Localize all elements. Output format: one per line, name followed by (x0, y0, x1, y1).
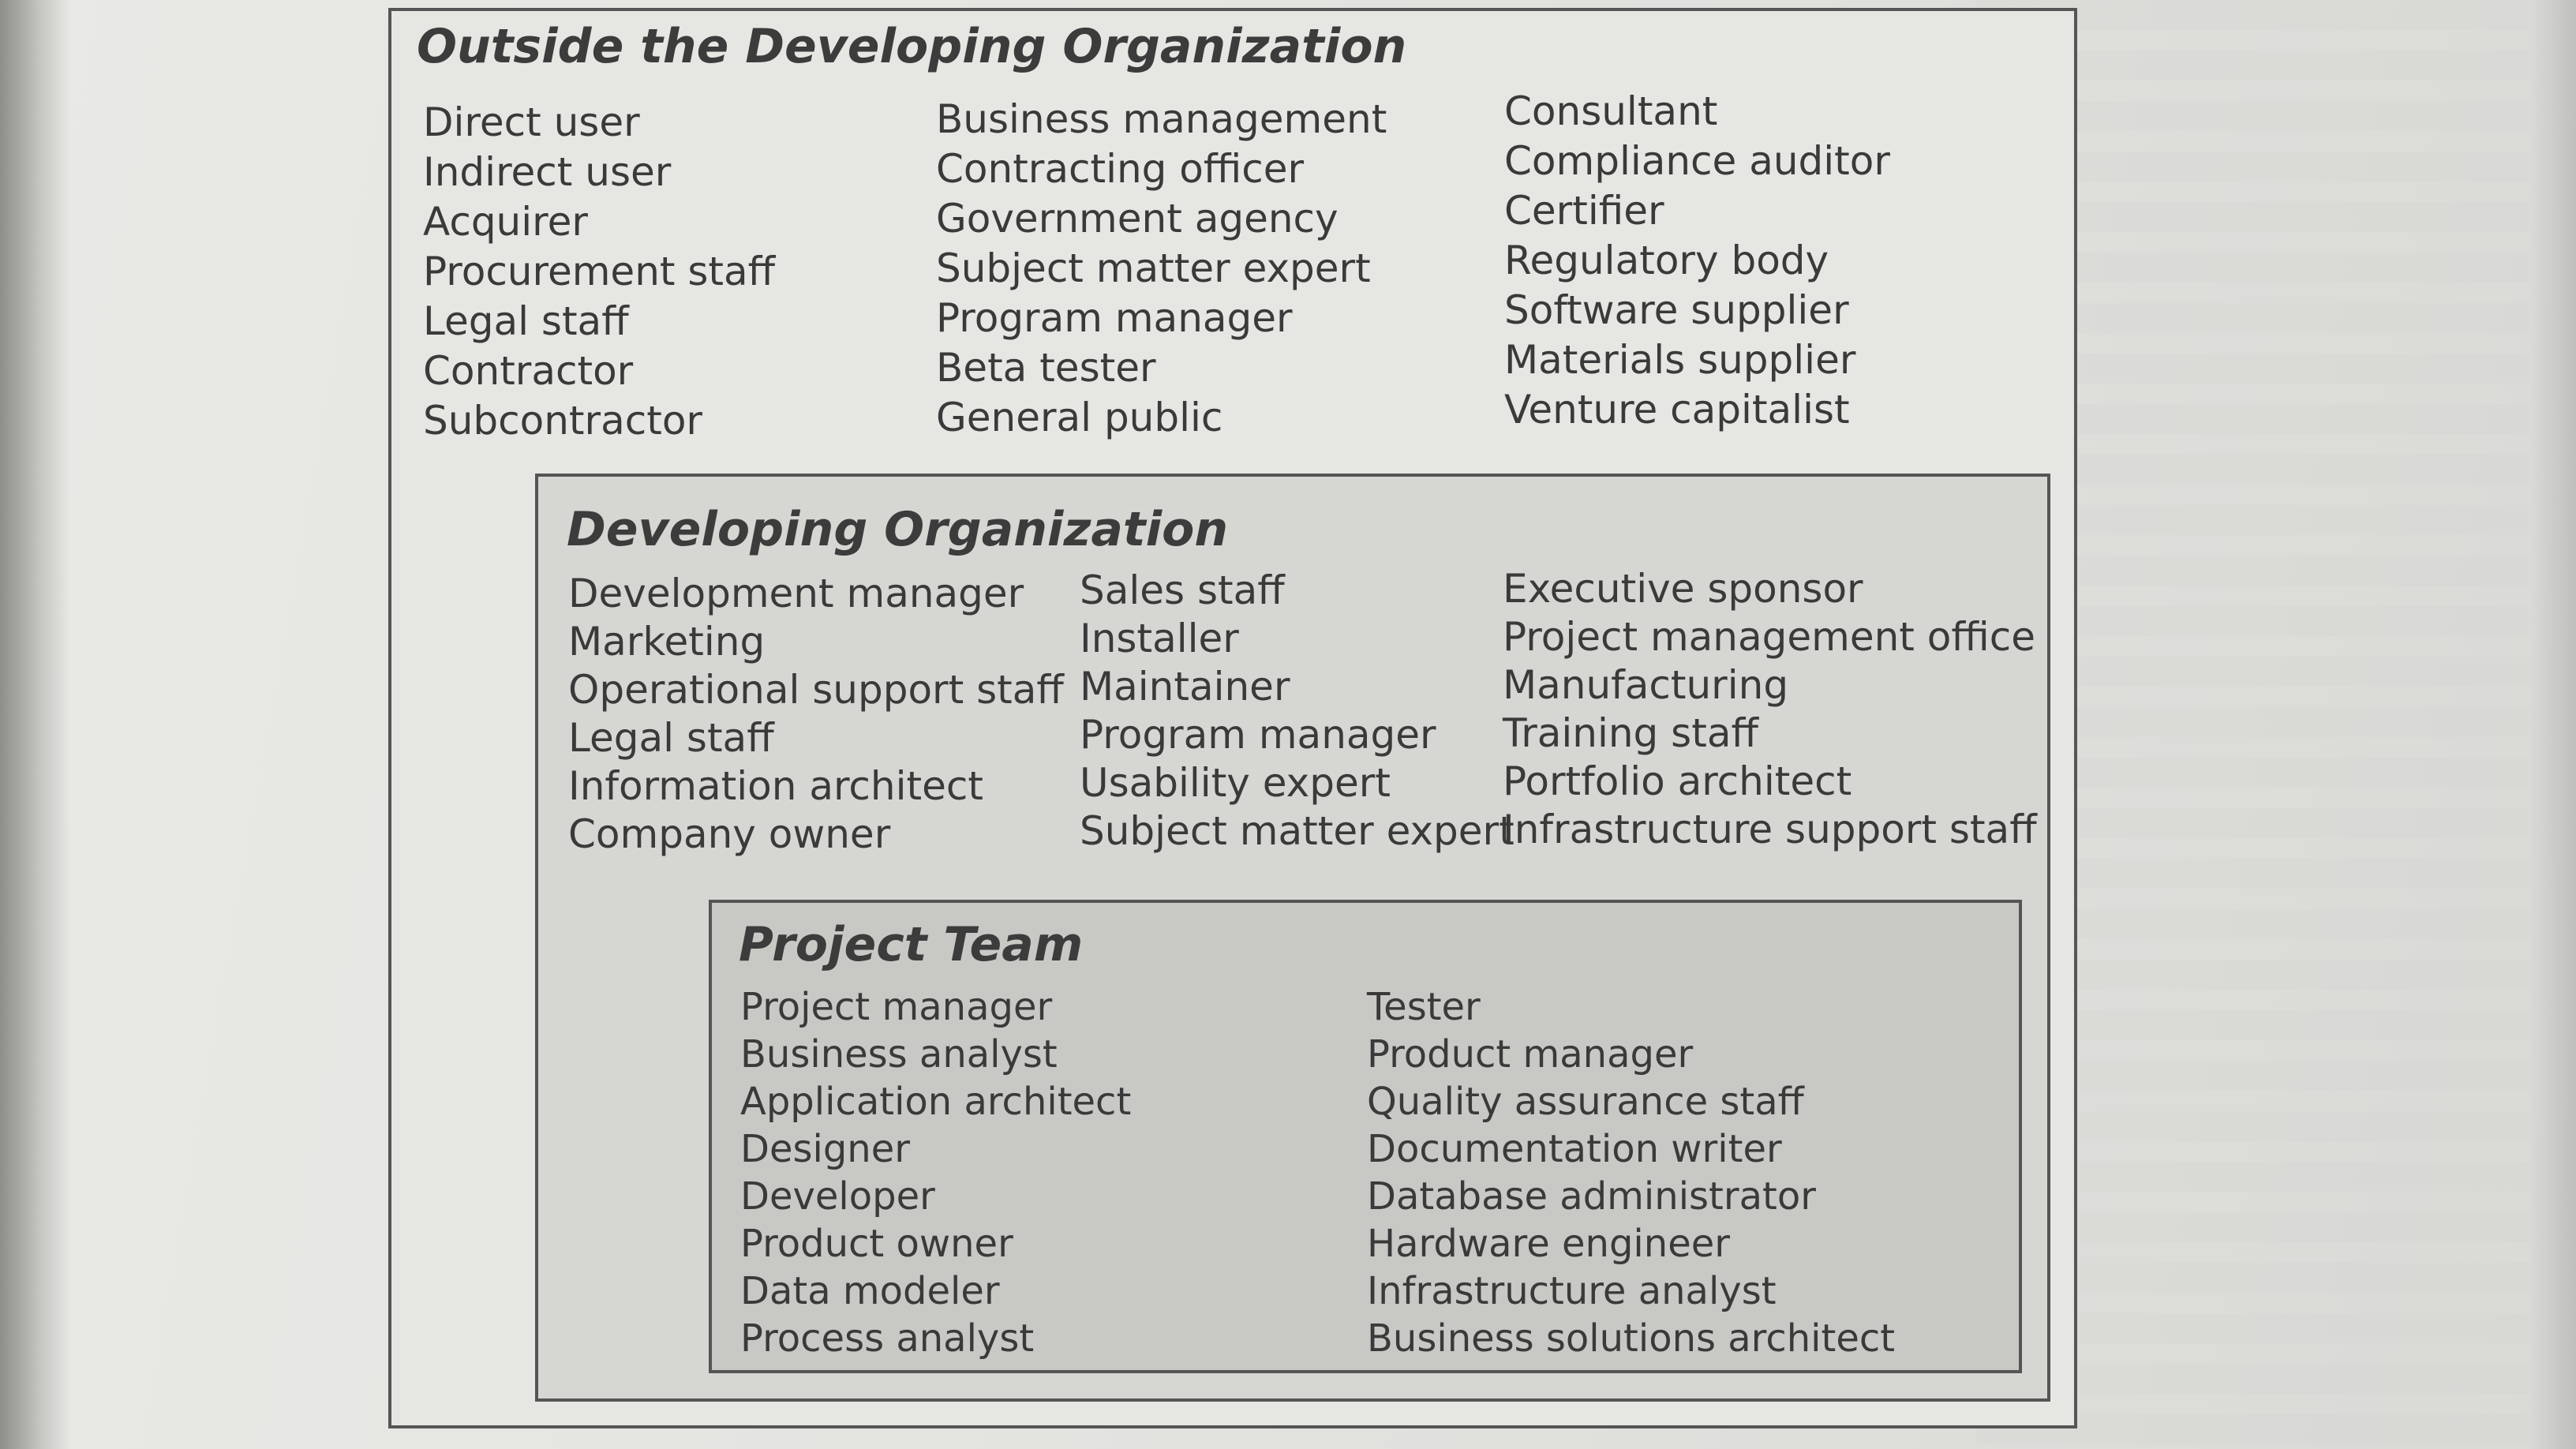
team-member-role: Designer (740, 1127, 910, 1171)
outside-stakeholder: Consultant (1504, 88, 1718, 134)
developing-stakeholder: Company owner (568, 811, 891, 857)
developing-stakeholder: Training staff (1503, 710, 1758, 756)
team-member-role: Documentation writer (1367, 1127, 1782, 1171)
team-member-role: Business solutions architect (1367, 1316, 1896, 1361)
outside-stakeholder: Direct user (423, 99, 640, 145)
outside-stakeholder: Certifier (1504, 188, 1664, 234)
team-member-role: Project manager (740, 985, 1053, 1029)
developing-stakeholder: Portfolio architect (1503, 758, 1852, 804)
outside-stakeholder: Procurement staff (423, 249, 776, 294)
developing-stakeholder: Legal staff (568, 715, 774, 761)
developing-stakeholder: Marketing (568, 619, 766, 665)
outside-stakeholder: Program manager (936, 295, 1293, 341)
outside-stakeholder: Compliance auditor (1504, 138, 1890, 184)
outside-stakeholder: Legal staff (423, 298, 629, 344)
outside-stakeholder: Regulatory body (1504, 238, 1829, 283)
outside-organization-title: Outside the Developing Organization (417, 19, 1407, 74)
team-member-role: Database administrator (1367, 1174, 1816, 1219)
developing-organization-title: Developing Organization (567, 502, 1229, 557)
outside-stakeholder: Venture capitalist (1504, 387, 1850, 432)
team-member-role: Application architect (740, 1080, 1132, 1124)
outside-stakeholder: Acquirer (423, 199, 588, 245)
page-gutter-shadow (0, 0, 71, 1449)
team-member-role: Quality assurance staff (1367, 1080, 1804, 1124)
outside-stakeholder: Subcontractor (423, 398, 702, 444)
outside-stakeholder: Beta tester (936, 345, 1156, 391)
outside-stakeholder: General public (936, 395, 1223, 440)
developing-stakeholder: Project management office (1503, 614, 2035, 660)
team-member-role: Developer (740, 1174, 935, 1219)
developing-stakeholder: Program manager (1080, 712, 1436, 758)
team-member-role: Process analyst (740, 1316, 1035, 1361)
outside-stakeholder: Government agency (936, 196, 1339, 242)
outside-stakeholder: Contractor (423, 348, 634, 394)
developing-stakeholder: Operational support staff (568, 667, 1064, 713)
outside-stakeholder: Subject matter expert (936, 245, 1371, 291)
developing-stakeholder: Infrastructure support staff (1503, 807, 2037, 852)
outside-stakeholder: Business management (936, 96, 1387, 142)
outside-stakeholder: Indirect user (423, 149, 672, 195)
team-member-role: Hardware engineer (1367, 1222, 1730, 1266)
team-member-role: Product owner (740, 1222, 1013, 1266)
team-member-role: Tester (1367, 985, 1481, 1029)
team-member-role: Data modeler (740, 1269, 1000, 1313)
team-member-role: Infrastructure analyst (1367, 1269, 1777, 1313)
developing-stakeholder: Maintainer (1080, 664, 1290, 710)
developing-stakeholder: Installer (1080, 616, 1239, 661)
developing-stakeholder: Usability expert (1080, 760, 1391, 806)
outside-stakeholder: Materials supplier (1504, 337, 1856, 383)
developing-stakeholder: Sales staff (1080, 567, 1285, 613)
outside-stakeholder: Contracting officer (936, 146, 1305, 192)
page-edge-shadow (2529, 0, 2576, 1449)
developing-stakeholder: Subject matter expert (1080, 808, 1515, 854)
developing-stakeholder: Information architect (568, 763, 983, 809)
project-team-title: Project Team (739, 917, 1084, 972)
team-member-role: Product manager (1367, 1032, 1694, 1076)
outside-stakeholder: Software supplier (1504, 287, 1849, 333)
team-member-role: Business analyst (740, 1032, 1058, 1076)
developing-stakeholder: Development manager (568, 571, 1024, 616)
developing-stakeholder: Executive sponsor (1503, 566, 1863, 612)
developing-stakeholder: Manufacturing (1503, 662, 1789, 708)
